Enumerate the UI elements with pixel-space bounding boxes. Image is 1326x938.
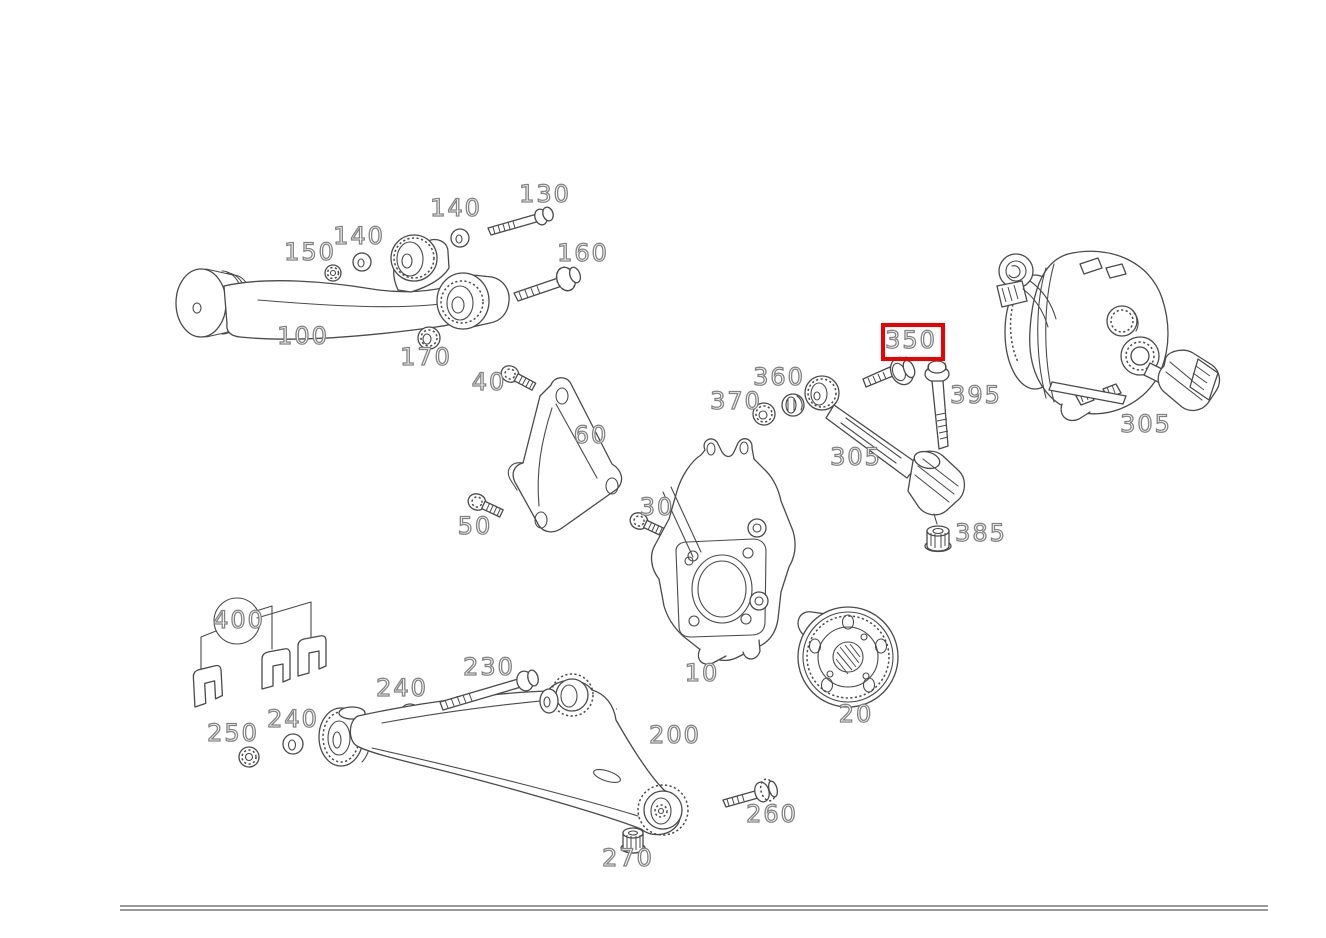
part-label-305[interactable]: 305 [829,442,882,471]
part-label-100[interactable]: 100 [276,321,329,350]
part-label-10[interactable]: 10 [684,658,720,687]
part-label-395[interactable]: 395 [949,380,1002,409]
part-label-250[interactable]: 250 [206,718,259,747]
part-label-270[interactable]: 270 [601,843,654,872]
part-label-200[interactable]: 200 [648,720,701,749]
part-label-160[interactable]: 160 [556,238,609,267]
bolt-160-drawing [513,266,582,302]
part-label-30[interactable]: 30 [639,492,675,521]
part-label-350[interactable]: 350 [884,325,937,354]
knuckle-drawing [608,438,796,710]
bracket-60-drawing [507,377,623,533]
upper-control-arm-drawing [175,234,510,350]
bolt-50-drawing [467,493,504,518]
part-label-385[interactable]: 385 [954,518,1007,547]
footer-rule-top [120,905,1268,907]
part-label-50[interactable]: 50 [457,511,493,540]
part-label-140-2[interactable]: 140 [332,221,385,250]
part-label-40[interactable]: 40 [471,367,507,396]
lower-control-arm-drawing [238,669,779,854]
part-label-240[interactable]: 240 [266,704,319,733]
part-label-240-2[interactable]: 240 [375,673,428,702]
washers-nuts-top-drawing [324,228,470,282]
drive-unit-drawing [996,250,1221,422]
part-label-140[interactable]: 140 [429,193,482,222]
track-rod-drawing [804,375,966,525]
retainer-clips-drawing [192,597,327,708]
cap-360-drawing [781,393,805,417]
part-label-360[interactable]: 360 [752,362,805,391]
bolt-350-drawing [862,356,916,388]
part-label-230[interactable]: 230 [462,652,515,681]
part-label-170[interactable]: 170 [399,342,452,371]
part-label-400[interactable]: 400 [212,605,265,634]
nut-370-drawing [752,402,776,426]
part-label-130[interactable]: 130 [518,179,571,208]
part-label-370[interactable]: 370 [709,386,762,415]
bolt-130-drawing [487,206,554,236]
wheel-hub-drawing [797,606,899,708]
bolt-395-drawing [924,360,950,450]
highlight-box-350 [881,323,945,361]
part-label-20[interactable]: 20 [838,699,874,728]
part-label-260[interactable]: 260 [745,799,798,828]
nut-385-drawing [924,525,952,553]
part-label-150[interactable]: 150 [283,237,336,266]
footer-rule-bottom [120,908,1268,911]
bolt-40-drawing [500,365,537,391]
part-label-60[interactable]: 60 [573,420,609,449]
part-label-305-2[interactable]: 305 [1119,409,1172,438]
